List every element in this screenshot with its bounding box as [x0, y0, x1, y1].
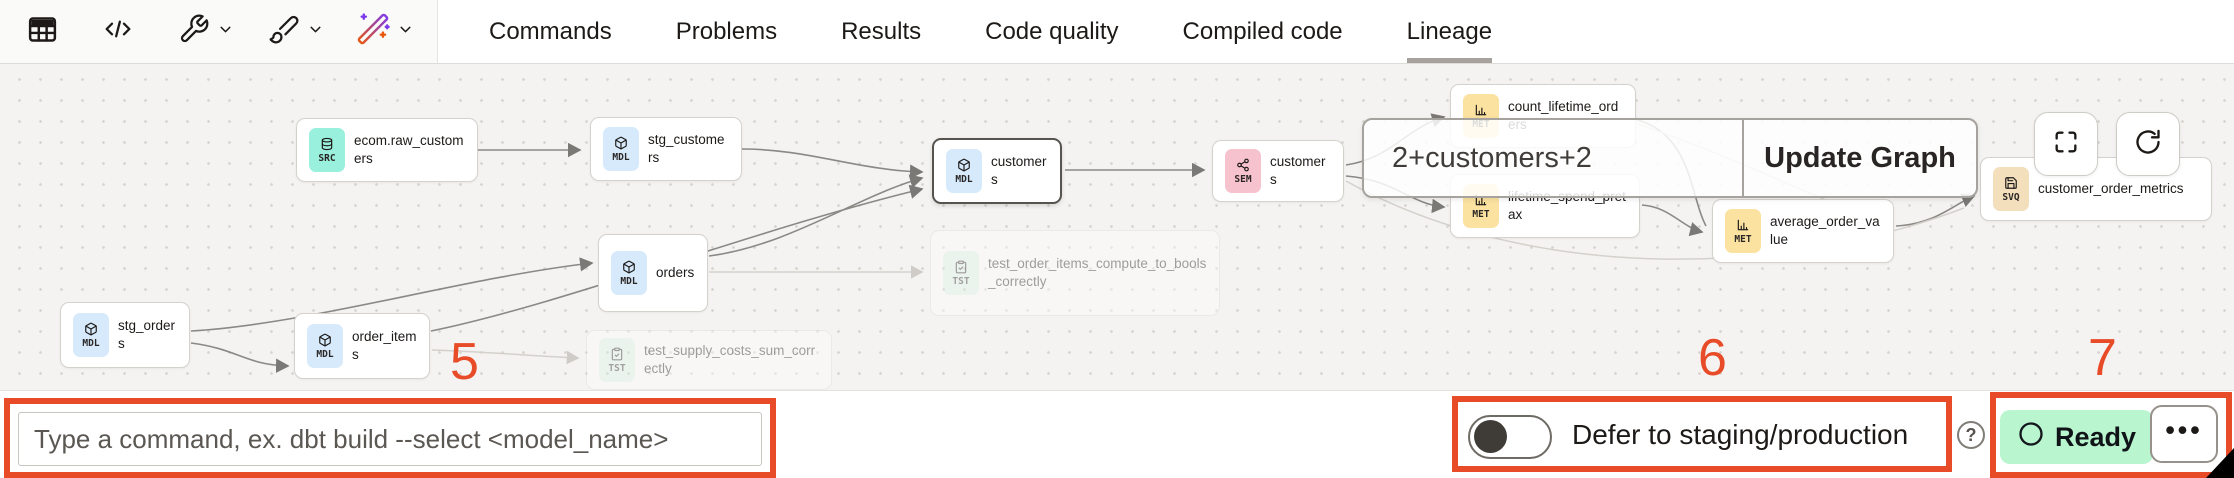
status-label: Ready	[2055, 421, 2137, 452]
badge-type-label: MET	[1472, 208, 1490, 220]
ellipsis-icon: •••	[2165, 414, 2203, 445]
metric-badge: MET	[1725, 209, 1761, 253]
panel-tabs: Commands Problems Results Code quality C…	[437, 0, 2234, 63]
table-icon	[26, 13, 59, 51]
cube-icon	[318, 333, 332, 347]
badge-type-label: MET	[1734, 233, 1752, 245]
refresh-icon	[2134, 128, 2162, 161]
database-icon	[320, 137, 334, 151]
tab-problems[interactable]: Problems	[675, 17, 778, 45]
node-average-order-value[interactable]: MET average_order_value	[1712, 199, 1894, 263]
model-badge: MDL	[611, 251, 647, 295]
format-tools-button[interactable]	[268, 0, 324, 63]
badge-type-label: TST	[608, 362, 626, 374]
test-badge: TST	[943, 251, 979, 295]
command-input[interactable]	[18, 412, 762, 466]
cube-icon	[614, 136, 628, 150]
lineage-selector-input[interactable]: 2+customers+2	[1392, 141, 1592, 174]
clipboard-check-icon	[954, 260, 968, 274]
clipboard-check-icon	[610, 347, 624, 361]
top-toolbar: Commands Problems Results Code quality C…	[0, 0, 2234, 64]
tab-lineage[interactable]: Lineage	[1406, 0, 1493, 63]
test-badge: TST	[599, 338, 635, 382]
editor-icon-strip	[0, 0, 438, 63]
badge-type-label: MDL	[316, 348, 334, 360]
node-stg-orders[interactable]: MDL stg_orders	[60, 302, 190, 368]
node-label: stg_orders	[118, 318, 176, 351]
node-orders[interactable]: MDL orders	[598, 234, 708, 312]
node-label: stg_customers	[648, 132, 725, 165]
node-stg-customers[interactable]: MDL stg_customers	[590, 117, 742, 181]
node-label: customers	[1270, 154, 1326, 187]
code-view-button[interactable]	[101, 0, 135, 63]
help-icon[interactable]: ?	[1957, 421, 1985, 449]
node-label: average_order_value	[1770, 214, 1880, 247]
bar-chart-icon	[1474, 103, 1488, 117]
node-customers-semantic[interactable]: SEM customers	[1212, 140, 1344, 202]
node-test-supply-costs[interactable]: TST test_supply_costs_sum_correctly	[586, 330, 832, 390]
share-network-icon	[1236, 158, 1250, 172]
tab-results[interactable]: Results	[841, 17, 922, 45]
cube-icon	[622, 260, 636, 274]
model-badge: MDL	[73, 313, 109, 357]
badge-type-label: MDL	[82, 337, 100, 349]
update-graph-button[interactable]: Update Graph	[1742, 120, 1976, 196]
defer-toggle-label: Defer to staging/production	[1572, 419, 1909, 450]
table-view-button[interactable]	[26, 0, 59, 63]
node-label: test_order_items_compute_to_bools_correc…	[988, 256, 1207, 289]
badge-type-label: TST	[952, 275, 970, 287]
status-circle-icon	[2017, 420, 2045, 455]
node-label: ecom.raw_customers	[354, 133, 464, 166]
defer-toggle[interactable]	[1468, 415, 1552, 459]
model-badge: MDL	[307, 324, 343, 368]
cube-icon	[957, 158, 971, 172]
broom-icon	[268, 13, 300, 50]
tab-code-quality[interactable]: Code quality	[985, 17, 1119, 45]
tab-commands[interactable]: Commands	[489, 17, 612, 45]
node-label: customers	[991, 154, 1047, 187]
command-bar: Defer to staging/production ? Ready •••	[0, 390, 2234, 478]
save-icon	[2004, 176, 2018, 190]
node-order-items[interactable]: MDL order_items	[294, 313, 430, 379]
wrench-icon	[178, 13, 210, 50]
model-badge: MDL	[946, 149, 982, 193]
saved-query-badge: SVQ	[1993, 167, 2029, 211]
magic-wand-icon	[356, 12, 390, 51]
refresh-graph-button[interactable]	[2116, 112, 2180, 176]
node-customers-model[interactable]: MDL customers	[932, 138, 1062, 204]
toggle-knob	[1474, 420, 1507, 453]
badge-type-label: MDL	[620, 275, 638, 287]
code-icon	[101, 13, 135, 50]
badge-type-label: SVQ	[2002, 191, 2020, 203]
node-label: order_items	[352, 329, 417, 362]
badge-type-label: SRC	[318, 152, 336, 164]
build-tools-button[interactable]	[178, 0, 234, 63]
bar-chart-icon	[1736, 218, 1750, 232]
node-label: customer_order_metrics	[2038, 181, 2184, 197]
fullscreen-button[interactable]	[2034, 112, 2098, 176]
model-badge: MDL	[603, 127, 639, 171]
source-badge: SRC	[309, 128, 345, 172]
badge-type-label: MDL	[612, 151, 630, 163]
tab-compiled-code[interactable]: Compiled code	[1182, 17, 1343, 45]
semantic-badge: SEM	[1225, 149, 1261, 193]
chevron-down-icon	[397, 21, 414, 43]
fullscreen-icon	[2052, 128, 2080, 161]
badge-type-label: MDL	[955, 173, 973, 185]
ai-assist-button[interactable]	[356, 0, 414, 63]
node-label: test_supply_costs_sum_correctly	[644, 343, 816, 376]
status-ready-button[interactable]: Ready	[2000, 410, 2154, 464]
chevron-down-icon	[307, 21, 324, 43]
node-test-order-items[interactable]: TST test_order_items_compute_to_bools_co…	[930, 230, 1220, 316]
more-options-button[interactable]: •••	[2150, 405, 2218, 463]
node-label: orders	[656, 265, 695, 281]
chevron-down-icon	[217, 21, 234, 43]
lineage-selector-bar: 2+customers+2 Update Graph	[1362, 118, 1978, 198]
cube-icon	[84, 322, 98, 336]
node-ecom-raw-customers[interactable]: SRC ecom.raw_customers	[296, 118, 478, 182]
badge-type-label: SEM	[1234, 173, 1252, 185]
